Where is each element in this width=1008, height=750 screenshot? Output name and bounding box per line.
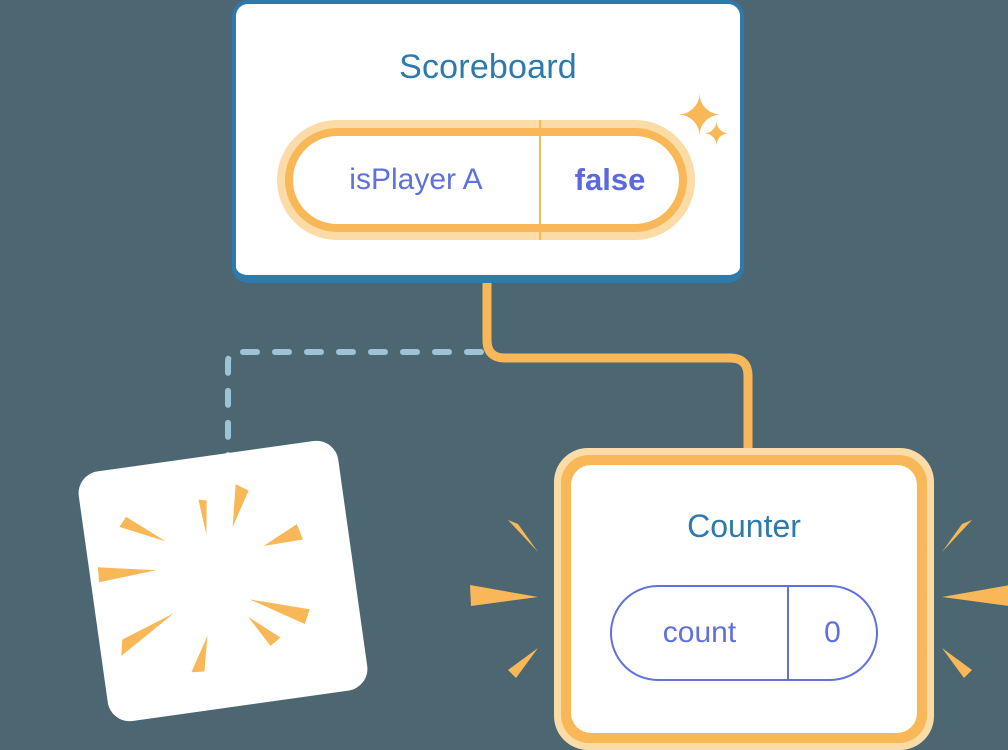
ray-right-bottom: [942, 648, 972, 678]
counter-pill-value: 0: [824, 616, 841, 649]
scoreboard-pill-value: false: [574, 162, 646, 197]
ray-sw: [121, 613, 174, 656]
pill-divider: [539, 120, 541, 240]
counter-burst-rays-left: [470, 520, 538, 678]
ray-right-top: [942, 520, 972, 552]
ray-left-bottom: [508, 648, 538, 678]
scoreboard-pill-key: isPlayer A: [349, 163, 483, 196]
ray-sse: [248, 616, 281, 647]
ray-w: [97, 567, 156, 583]
ray-left-middle: [470, 585, 538, 606]
ray-e: [249, 599, 310, 625]
ray-n: [198, 499, 207, 535]
pill-inner: isPlayer A false: [293, 120, 679, 240]
counter-card[interactable]: Counter count 0: [571, 465, 917, 733]
counter-title: Counter: [687, 508, 801, 544]
counter-pill-divider: [787, 587, 789, 679]
sparkle-small-icon: ✦: [703, 116, 730, 152]
ray-nne: [232, 484, 249, 528]
scoreboard-title: Scoreboard: [399, 48, 577, 86]
sparkle-large-icon: ✦: [676, 84, 723, 147]
ray-ne: [263, 524, 303, 547]
ray-left-top: [508, 520, 538, 552]
ray-nw: [119, 516, 166, 542]
counter-state-pill[interactable]: count 0: [610, 585, 878, 681]
counter-pill-key: count: [662, 616, 737, 649]
solid-connector-path: [482, 280, 753, 470]
ray-s: [191, 635, 208, 673]
ray-right-middle: [942, 585, 1008, 606]
scoreboard-state-pill[interactable]: isPlayer A false: [277, 120, 695, 240]
flash-card-burst-rays: [97, 484, 310, 673]
counter-burst-rays-right: [942, 520, 1008, 678]
